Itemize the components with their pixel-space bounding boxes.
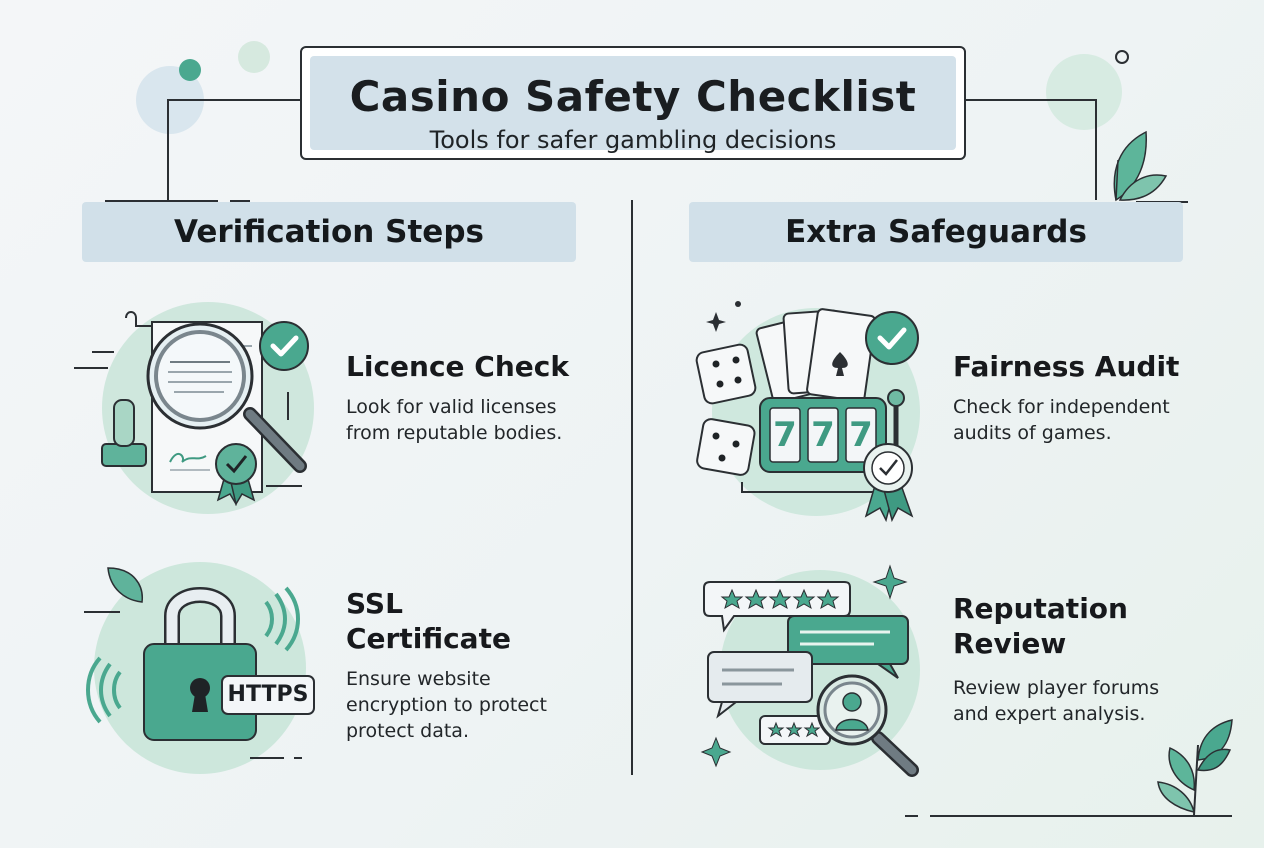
item-description-reputation-review: Review player forums and expert analysis…	[953, 677, 1160, 725]
slot-reel-3: 7	[849, 415, 873, 455]
https-badge-text: HTTPS	[227, 682, 309, 707]
deco-dot	[179, 59, 201, 81]
item-title-fairness-audit: Fairness Audit	[953, 350, 1180, 383]
reviews-chat-magnifier-icon	[700, 564, 920, 777]
license-document-magnifier-icon	[74, 302, 314, 514]
connector-line	[167, 99, 300, 200]
page-title: Casino Safety Checklist	[349, 72, 917, 121]
deco-blob	[238, 41, 270, 73]
title-card-inner: Casino Safety Checklist Tools for safer …	[310, 56, 956, 154]
title-card: Casino Safety Checklist Tools for safer …	[300, 46, 966, 160]
item-title-licence-check: Licence Check	[346, 350, 569, 383]
connector-line	[966, 99, 1097, 200]
slot-reel-2: 7	[811, 415, 835, 455]
item-description-ssl-certificate: Ensure website encryption to protect pro…	[346, 668, 547, 742]
section-header-safeguards: Extra Safeguards	[689, 202, 1183, 262]
slot-machine-cards-dice-icon	[695, 301, 920, 522]
item-title-reputation-review: Reputation Review	[953, 592, 1128, 660]
padlock-https-icon	[84, 562, 315, 774]
deco-ring	[1115, 50, 1129, 64]
plant-decoration	[1157, 719, 1233, 816]
deco-blob	[1046, 54, 1122, 130]
leaf-decoration	[1113, 130, 1168, 202]
section-header-verification: Verification Steps	[82, 202, 576, 262]
item-description-fairness-audit: Check for independent audits of games.	[953, 396, 1170, 444]
slot-reel-1: 7	[773, 415, 797, 455]
page-subtitle: Tools for safer gambling decisions	[429, 126, 837, 154]
item-description-licence-check: Look for valid licenses from reputable b…	[346, 396, 563, 444]
item-title-ssl-certificate: SSL Certificate	[346, 587, 511, 655]
